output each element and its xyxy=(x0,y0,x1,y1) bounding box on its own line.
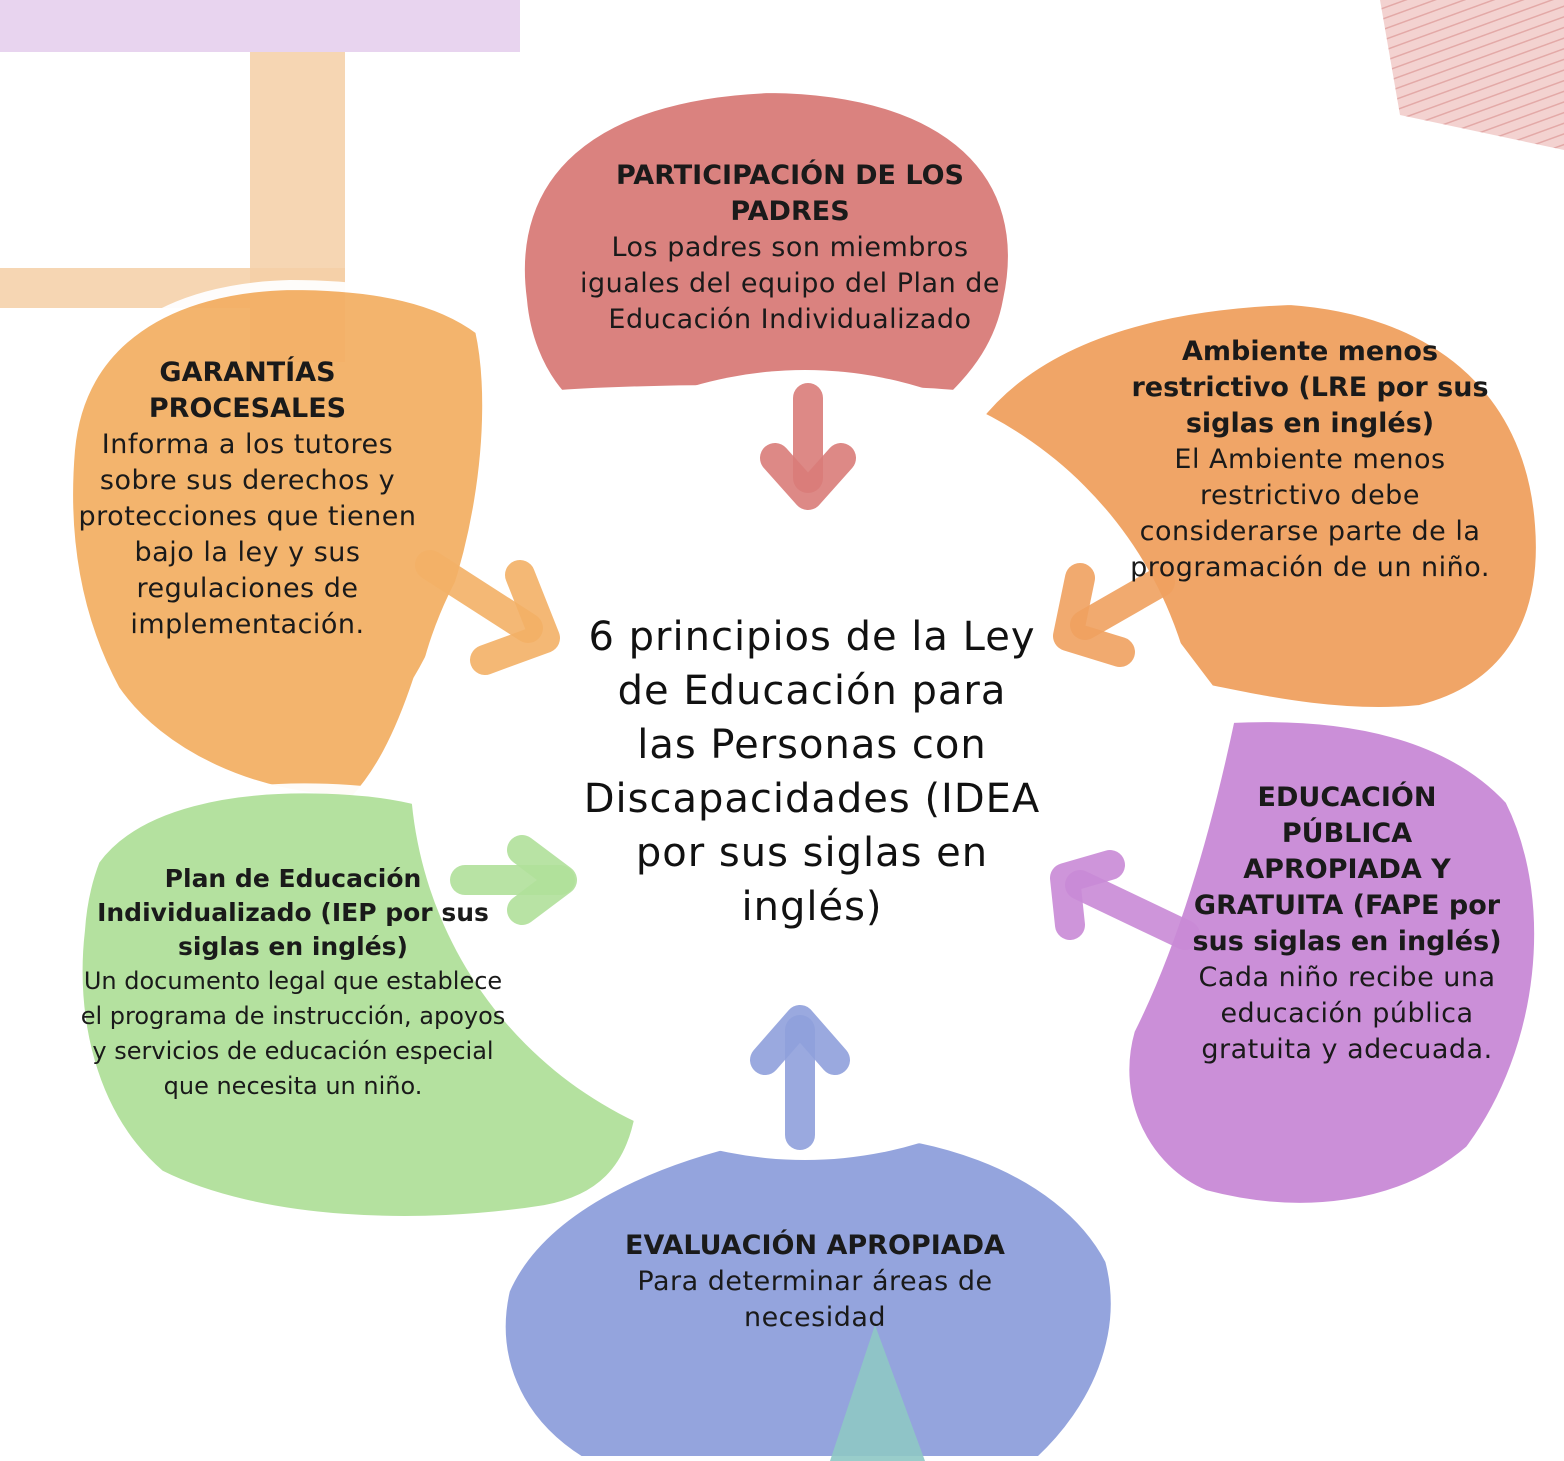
center-title: 6 principios de la Ley de Educación para… xyxy=(583,614,1041,930)
principle-educacion-publica-gratuita: EDUCACIÓN PÚBLICA APROPIADA Y GRATUITA (… xyxy=(1192,780,1502,1068)
petal-participacion-padres xyxy=(514,82,1018,401)
principle-title: EDUCACIÓN PÚBLICA APROPIADA Y GRATUITA (… xyxy=(1192,782,1502,957)
center-circle xyxy=(410,370,1200,1160)
petal-evaluacion-apropiada xyxy=(495,1123,1121,1461)
principle-ambiente-menos-restrictivo: Ambiente menos restrictivo (LRE por sus … xyxy=(1130,334,1490,586)
principle-title: GARANTÍAS PROCESALES xyxy=(148,357,347,424)
arrow-educacion-publica-gratuita xyxy=(1050,850,1200,950)
principle-title: PARTICIPACIÓN DE LOS PADRES xyxy=(615,160,965,227)
arrow-ambiente-menos-restrictivo xyxy=(1053,563,1175,667)
principle-description: Los padres son miembros iguales del equi… xyxy=(579,232,1001,335)
principle-garantias-procesales: GARANTÍAS PROCESALES Informa a los tutor… xyxy=(70,355,425,643)
decorative-triangle xyxy=(830,1325,925,1461)
petal-educacion-publica-gratuita xyxy=(1119,712,1545,1213)
principle-participacion-padres: PARTICIPACIÓN DE LOS PADRES Los padres s… xyxy=(560,158,1020,338)
arrow-garantias-procesales xyxy=(415,550,560,675)
principle-plan-educacion-individualizado: Plan de Educación Individualizado (IEP p… xyxy=(78,862,508,1104)
principle-title: Plan de Educación Individualizado (IEP p… xyxy=(97,864,489,961)
principle-description: Informa a los tutores sobre sus derechos… xyxy=(78,429,417,640)
principle-description: El Ambiente menos restrictivo debe consi… xyxy=(1130,444,1490,583)
principle-description: Para determinar áreas de necesidad xyxy=(637,1266,993,1333)
principle-title: Ambiente menos restrictivo (LRE por sus … xyxy=(1131,336,1489,439)
principle-evaluacion-apropiada: EVALUACIÓN APROPIADA Para determinar áre… xyxy=(580,1228,1050,1336)
arrow-plan-educacion-individualizado xyxy=(450,835,577,925)
arrow-evaluacion-apropiada xyxy=(750,1005,850,1150)
principle-description: Un documento legal que establece el prog… xyxy=(80,967,506,1100)
arrow-participacion-padres xyxy=(760,383,856,510)
principle-title: EVALUACIÓN APROPIADA xyxy=(625,1230,1005,1261)
principle-description: Cada niño recibe una educación pública g… xyxy=(1198,962,1496,1065)
background-decoration xyxy=(0,0,1564,362)
